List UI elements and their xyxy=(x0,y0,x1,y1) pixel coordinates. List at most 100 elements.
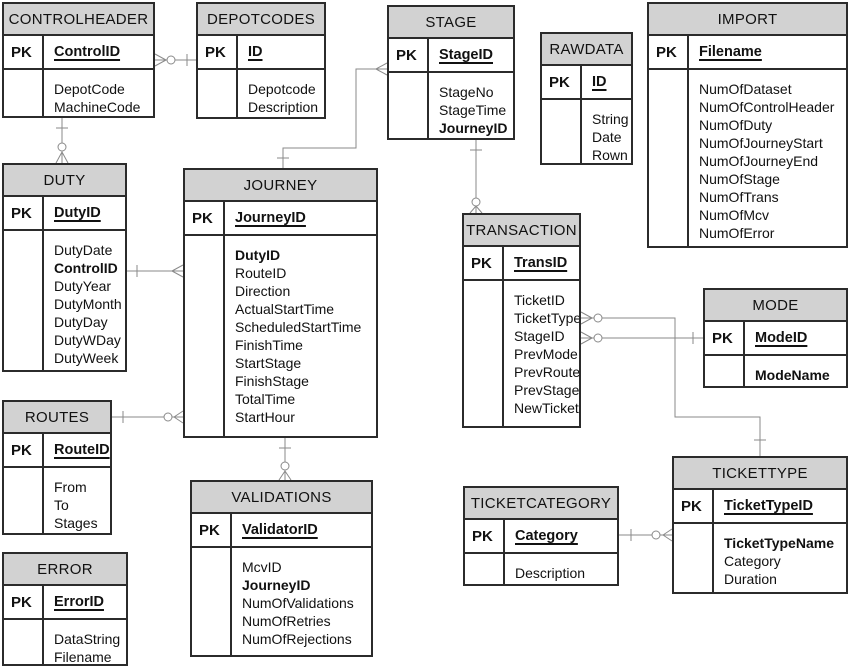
rel-transaction-mode xyxy=(580,331,703,345)
pk-column-spacer xyxy=(649,70,689,246)
table-title: JOURNEY xyxy=(185,170,376,202)
pk-field: ValidatorID xyxy=(242,522,318,538)
pk-row: PK ID xyxy=(198,36,324,70)
field-numofmcv: NumOfMcv xyxy=(699,207,769,223)
field-description: Description xyxy=(248,99,319,115)
pk-row: PK ValidatorID xyxy=(192,514,371,548)
field-stageid: StageID xyxy=(514,328,565,344)
field-numofrejections: NumOfRejections xyxy=(242,631,352,647)
rel-controlheader-duty xyxy=(55,118,69,164)
pk-field: JourneyID xyxy=(235,210,306,226)
field-to: To xyxy=(54,497,69,513)
field-numoftrans: NumOfTrans xyxy=(699,189,779,205)
pk-label: PK xyxy=(705,322,745,354)
field-starthour: StartHour xyxy=(235,409,295,425)
table-title: MODE xyxy=(705,290,846,322)
pk-field: ControlID xyxy=(54,44,121,60)
pk-label: PK xyxy=(465,520,505,552)
field-finishstage: FinishStage xyxy=(235,373,309,389)
field-controlid: ControlID xyxy=(54,260,118,276)
field-scheduledstarttime: ScheduledStartTime xyxy=(235,319,362,335)
attributes-section: TicketIDTicketTypeIDStageIDPrevModePrevR… xyxy=(464,281,579,426)
pk-field: ModeID xyxy=(755,330,808,346)
field-finishtime: FinishTime xyxy=(235,337,303,353)
pk-column-spacer xyxy=(465,554,505,584)
field-stagetime: StageTime xyxy=(439,102,507,118)
field-description: Description xyxy=(515,565,586,581)
pk-column-spacer xyxy=(705,356,745,386)
field-prevroute: PrevRoute xyxy=(514,364,579,380)
field-category: Category xyxy=(724,553,781,569)
field-depotcode: DepotCode xyxy=(54,81,125,97)
pk-label: PK xyxy=(4,197,44,229)
field-journeyid: JourneyID xyxy=(242,577,311,593)
field-dutyweek: DutyWeek xyxy=(54,350,119,366)
pk-label: PK xyxy=(192,514,232,546)
table-title: IMPORT xyxy=(649,4,846,36)
field-newticketid: NewTicketID xyxy=(514,400,579,416)
field-numofvalidations: NumOfValidations xyxy=(242,595,354,611)
rel-ticketcategory-tickettype xyxy=(619,528,673,542)
pk-field: Filename xyxy=(699,44,762,60)
field-tickettypename: TicketTypeName xyxy=(724,535,834,551)
field-from: From xyxy=(54,479,87,495)
pk-row: PK DutyID xyxy=(4,197,125,231)
table-title: TRANSACTION xyxy=(464,215,579,247)
table-title: CONTROLHEADER xyxy=(4,4,153,36)
pk-field: TransID xyxy=(514,255,568,271)
pk-field: ErrorID xyxy=(54,594,104,610)
rel-journey-validations xyxy=(278,438,292,481)
field-ticketid: TicketID xyxy=(514,292,565,308)
field-list: TicketIDTicketTypeIDStageIDPrevModePrevR… xyxy=(504,281,579,426)
field-machinecode: MachineCode xyxy=(54,99,141,115)
pk-row: PK StageID xyxy=(389,39,513,73)
pk-column-spacer xyxy=(185,236,225,436)
rel-stage-transaction xyxy=(469,140,483,214)
field-dutyyear: DutyYear xyxy=(54,278,112,294)
pk-field: ID xyxy=(248,44,263,60)
pk-label: PK xyxy=(4,586,44,618)
attributes-section: ModeName xyxy=(705,356,846,386)
field-rown: Rown xyxy=(592,147,628,163)
pk-row: PK ControlID xyxy=(4,36,153,70)
table-title: DUTY xyxy=(4,165,125,197)
table-title: DEPOTCODES xyxy=(198,4,324,36)
field-prevmode: PrevMode xyxy=(514,346,578,362)
pk-row: PK RouteID xyxy=(4,434,110,468)
field-numofjourneystart: NumOfJourneyStart xyxy=(699,135,823,151)
field-stageno: StageNo xyxy=(439,84,494,100)
field-date: Date xyxy=(592,129,622,145)
table-title: RAWDATA xyxy=(542,34,631,66)
field-string: String xyxy=(592,111,629,127)
pk-field: StageID xyxy=(439,47,493,63)
pk-column-spacer xyxy=(674,524,714,592)
table-tickettype: TICKETTYPE PK TicketTypeID TicketTypeNam… xyxy=(672,456,848,594)
pk-row: PK ModeID xyxy=(705,322,846,356)
pk-label: PK xyxy=(389,39,429,71)
pk-row: PK TransID xyxy=(464,247,579,281)
field-dutydate: DutyDate xyxy=(54,242,113,258)
field-mcvid: McvID xyxy=(242,559,282,575)
rel-controlheader-depotcodes xyxy=(154,53,196,67)
rel-journey-stage xyxy=(277,62,388,168)
